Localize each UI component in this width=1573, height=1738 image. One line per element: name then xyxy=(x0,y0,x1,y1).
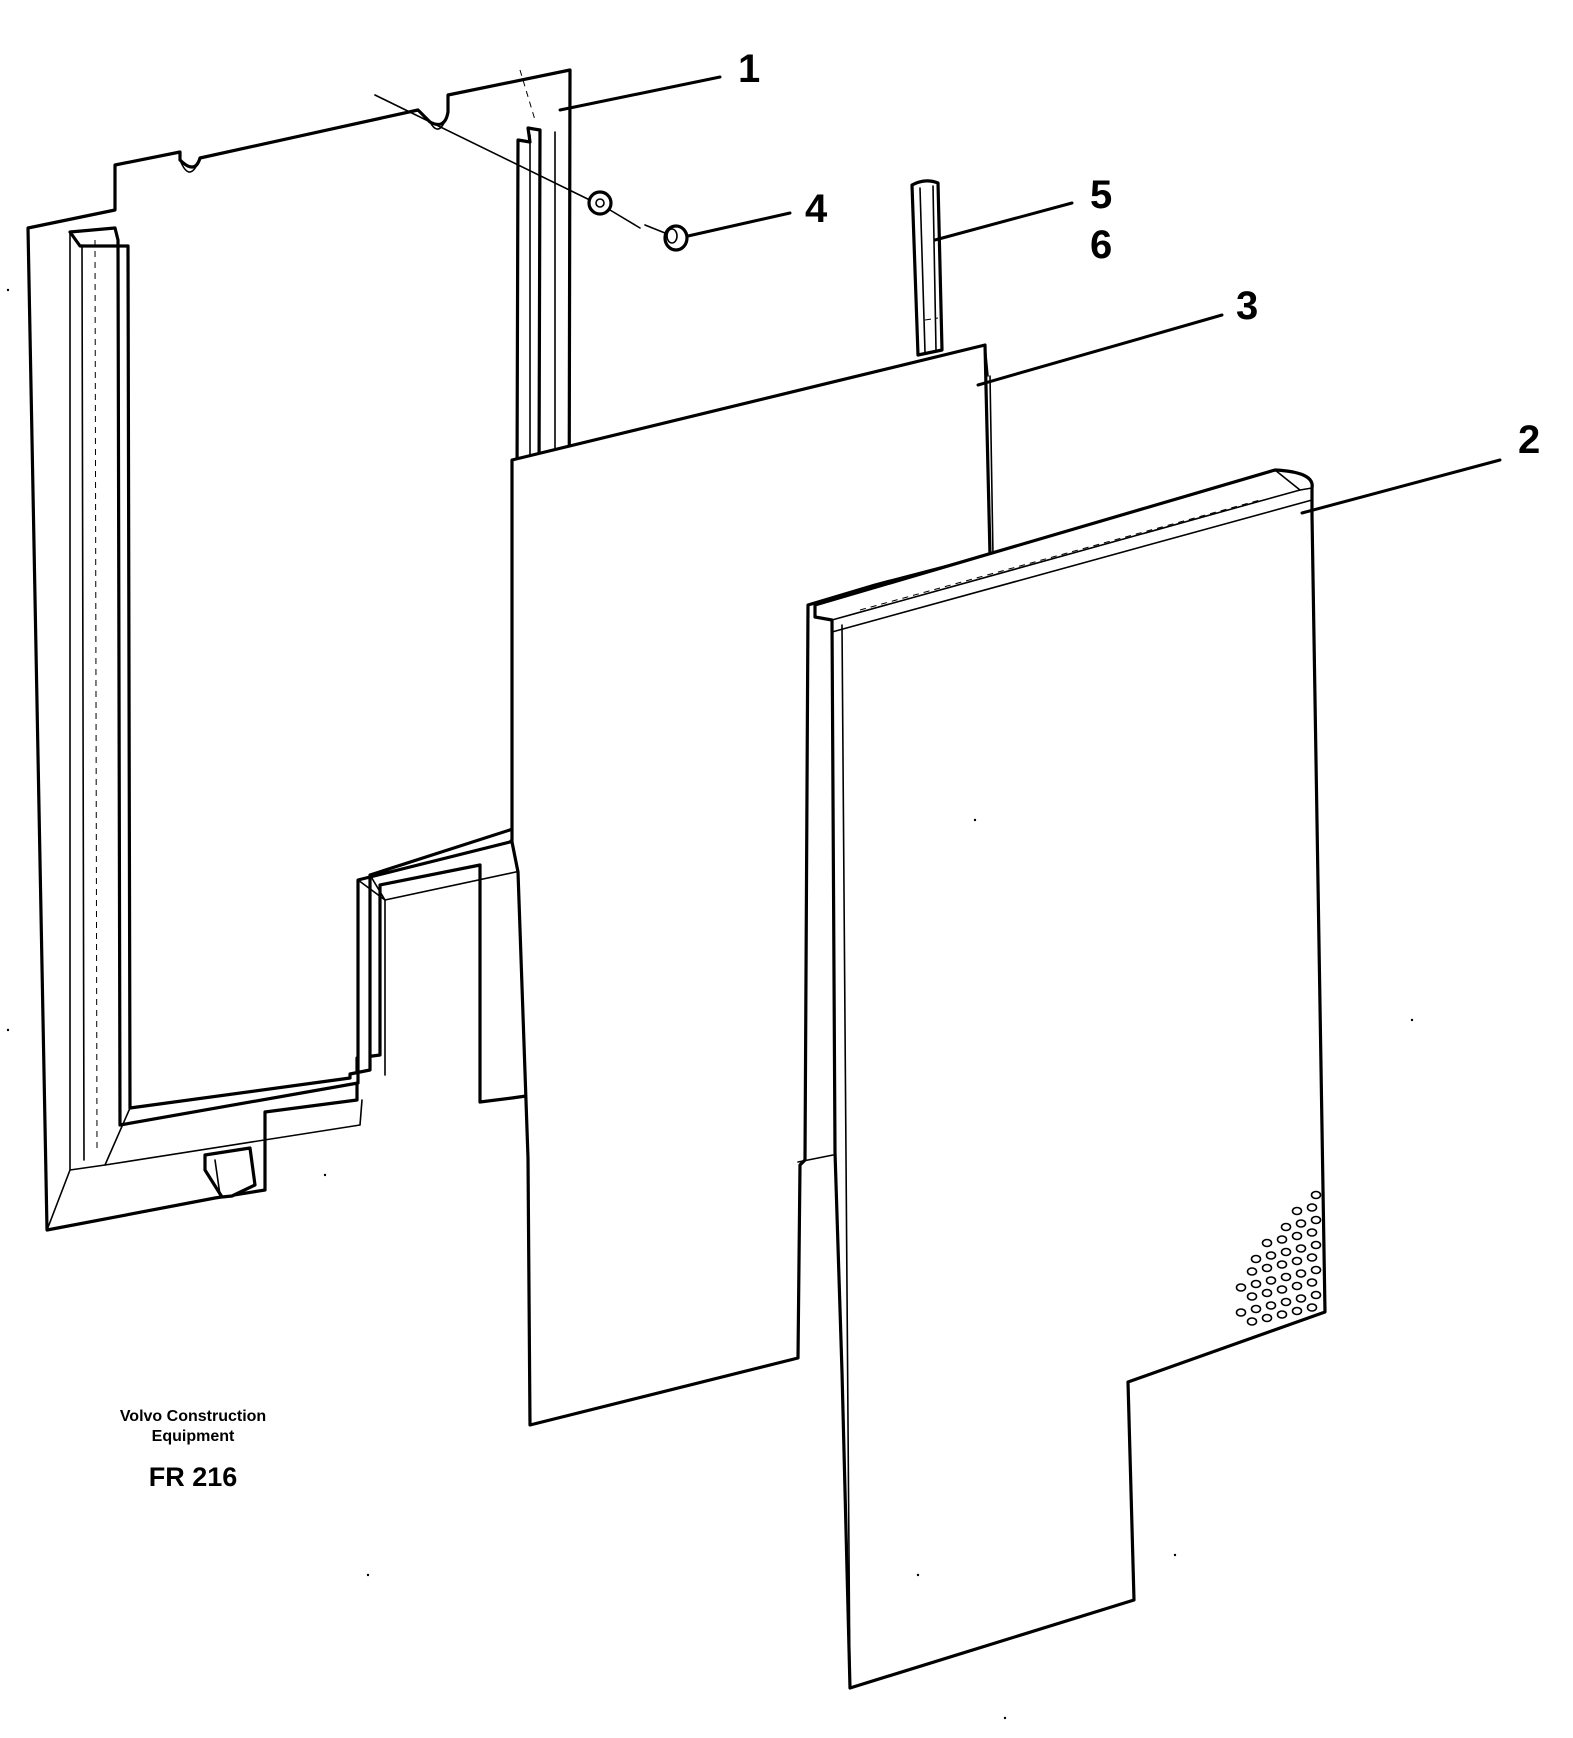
perforation-hole xyxy=(1291,1306,1303,1316)
perforation-hole xyxy=(1235,1308,1247,1317)
callout-6: 6 xyxy=(1090,223,1112,267)
callout-4: 4 xyxy=(805,187,828,231)
callout-3: 3 xyxy=(1236,284,1258,328)
perforation-hole xyxy=(1295,1269,1307,1278)
callout-labels: 1 2 3 4 5 6 xyxy=(738,47,1540,462)
perforation-hole xyxy=(1291,1206,1303,1216)
perforation-hole xyxy=(1265,1301,1277,1310)
callout-2: 2 xyxy=(1518,418,1540,462)
callout-1: 1 xyxy=(738,47,760,91)
perforation-hole xyxy=(1306,1278,1318,1287)
part-4-screw-and-washer xyxy=(374,94,689,252)
perforation-hole xyxy=(1276,1235,1288,1244)
perforation-hole xyxy=(1276,1260,1288,1269)
perforation-hole xyxy=(1306,1228,1318,1237)
perforation-hole xyxy=(1250,1279,1262,1289)
perforation-hole xyxy=(1295,1244,1307,1253)
drawing-code: FR 216 xyxy=(149,1462,238,1492)
perforation-hole xyxy=(1310,1265,1322,1275)
callout-5: 5 xyxy=(1090,173,1112,217)
perforation-hole xyxy=(1261,1238,1273,1248)
perforation-hole xyxy=(1295,1294,1307,1303)
perforation-hole xyxy=(1306,1303,1318,1312)
perforation-hole xyxy=(1291,1256,1303,1266)
perforation-hole xyxy=(1276,1310,1288,1319)
publisher-block: Volvo Construction Equipment FR 216 xyxy=(120,1408,266,1492)
perforation-hole xyxy=(1280,1222,1292,1232)
perforation-hole xyxy=(1306,1203,1318,1212)
perforation-hole xyxy=(1310,1190,1322,1200)
perforation-hole xyxy=(1250,1254,1262,1264)
publisher-line-2: Equipment xyxy=(152,1428,235,1445)
perforation-pattern xyxy=(1235,1190,1322,1326)
perforation-hole xyxy=(1261,1313,1273,1323)
perforation-hole xyxy=(1246,1267,1258,1276)
perforation-hole xyxy=(1265,1276,1277,1285)
publisher-line-1: Volvo Construction xyxy=(120,1408,266,1425)
perforation-hole xyxy=(1246,1317,1258,1326)
perforation-hole xyxy=(1261,1288,1273,1298)
perforation-hole xyxy=(1280,1297,1292,1307)
perforation-hole xyxy=(1306,1253,1318,1262)
perforation-hole xyxy=(1310,1215,1322,1225)
part-1-frame-panel xyxy=(26,68,572,1232)
perforation-hole xyxy=(1291,1231,1303,1241)
part-2-front-cover xyxy=(813,468,1327,1690)
perforation-hole xyxy=(1310,1290,1322,1300)
perforation-hole xyxy=(1291,1281,1303,1291)
perforation-hole xyxy=(1265,1251,1277,1260)
part-5-6-sealing-strip xyxy=(910,179,944,357)
scan-specks xyxy=(6,288,1414,1720)
perforation-hole xyxy=(1295,1219,1307,1228)
perforation-hole xyxy=(1280,1272,1292,1282)
perforation-hole xyxy=(1261,1263,1273,1273)
perforation-hole xyxy=(1246,1292,1258,1301)
leader-lines xyxy=(558,75,1502,515)
perforation-hole xyxy=(1310,1240,1322,1250)
perforation-hole xyxy=(1235,1283,1247,1292)
perforation-hole xyxy=(1250,1304,1262,1314)
perforation-hole xyxy=(1276,1285,1288,1294)
perforation-hole xyxy=(1280,1247,1292,1257)
